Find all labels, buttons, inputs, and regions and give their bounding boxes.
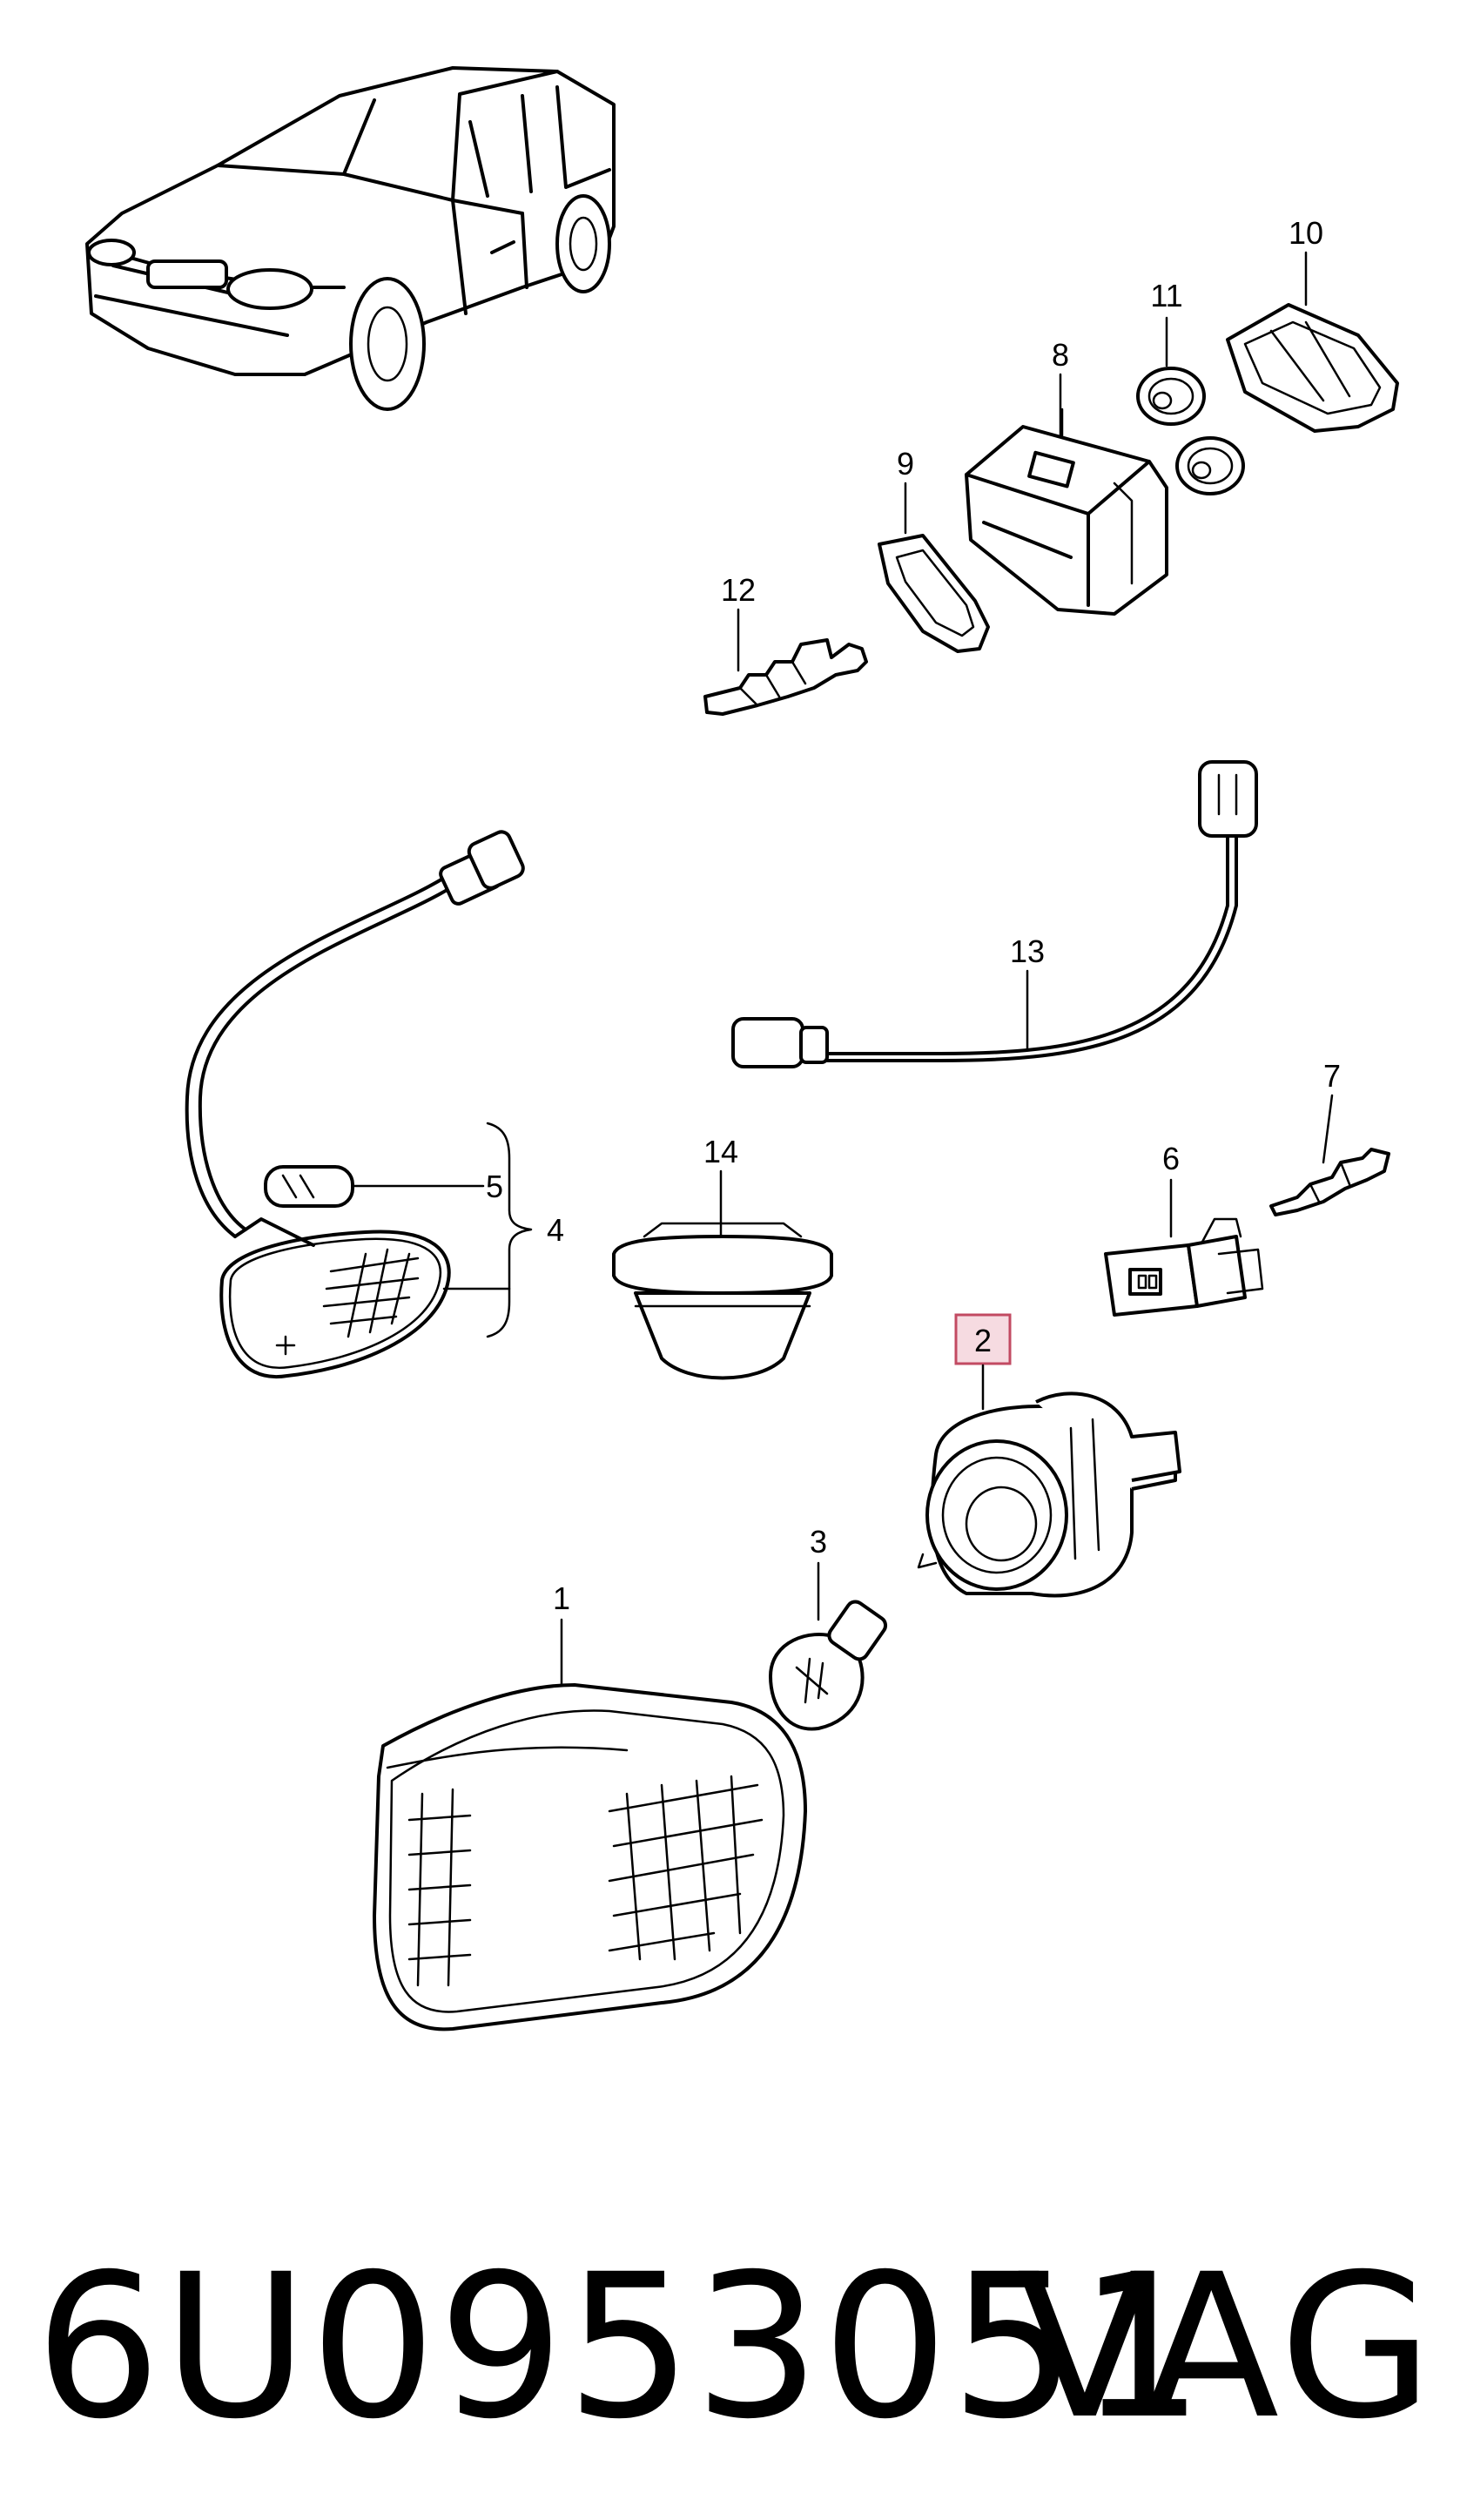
part-5-bulb: [264, 1165, 354, 1208]
part-12-terminal: [703, 638, 868, 716]
callout-3: 3: [810, 1524, 827, 1560]
callout-6: 6: [1162, 1141, 1180, 1176]
callout-4: 4: [547, 1212, 564, 1248]
callout-7: 7: [1323, 1058, 1341, 1094]
part-4-side-marker: [185, 830, 525, 1379]
part-14-grommet: [612, 1222, 833, 1380]
part-number: 6U0953051: [35, 2231, 1207, 2463]
part-13-wiring-lead: [731, 760, 1258, 1068]
part-1-indicator-lens: [373, 1683, 807, 2031]
car-illustration: [85, 66, 616, 411]
callout-2-highlight: [954, 1313, 1012, 1365]
callout-2: 2: [974, 1323, 992, 1358]
brand-name: VAG: [1016, 2231, 1437, 2463]
part-9-gasket: [878, 534, 990, 653]
part-10-multi-seal: [1226, 303, 1399, 433]
part-3-bulb: [769, 1600, 888, 1731]
part-6-socket: [1104, 1217, 1264, 1317]
part-8-connector-housing: [965, 408, 1168, 616]
part-7-terminal: [1269, 1148, 1390, 1216]
callout-8: 8: [1052, 337, 1069, 373]
part-number-footer: 6U0953051 VAG: [35, 2216, 1437, 2477]
callout-13: 13: [1010, 933, 1045, 969]
callout-12: 12: [721, 572, 756, 608]
callout-1: 1: [553, 1580, 570, 1616]
callout-5: 5: [486, 1169, 503, 1204]
part-11-seals: [1136, 367, 1245, 495]
part-2-bulb-holder: [917, 1391, 1181, 1598]
callout-14: 14: [703, 1134, 738, 1169]
callout-11: 11: [1150, 278, 1182, 313]
callout-9: 9: [897, 446, 914, 482]
callout-10: 10: [1289, 215, 1323, 251]
